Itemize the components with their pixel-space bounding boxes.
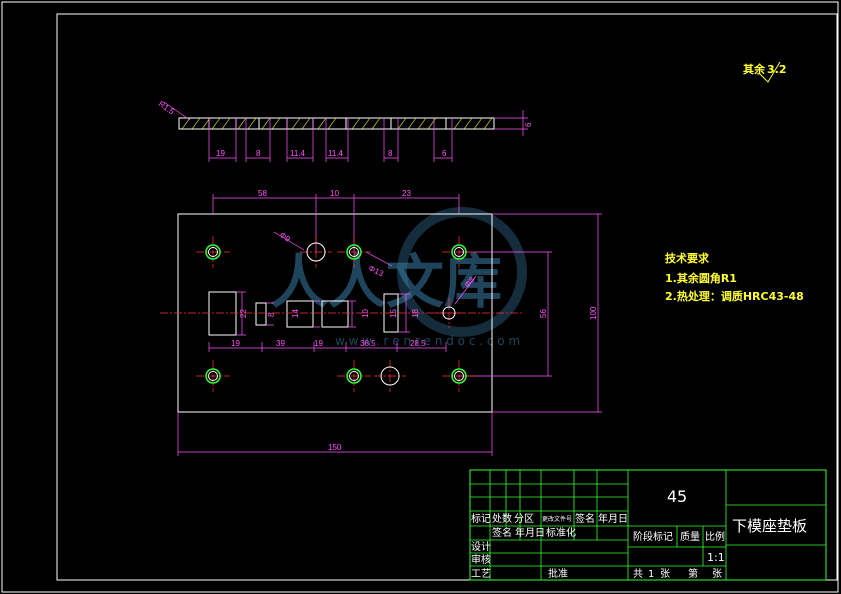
plan-view: 58 10 23 Φ9 Φ13 Φ8 19 39 19 38.5 28.5 56… [160, 189, 602, 456]
role-process: 工艺 [471, 568, 491, 580]
hole-tm [349, 247, 359, 257]
hole-tl [208, 247, 218, 257]
hole-bl-ring [205, 368, 221, 384]
watermark-url: w w w . r e n r e n d o c . c o m [335, 334, 520, 348]
slot-2 [255, 302, 267, 326]
scale-header: 比例 [705, 530, 725, 543]
side-view: R1.5 19 8 11.4 11.4 8 6 6 [157, 99, 533, 162]
hole-tm-ring [346, 244, 362, 260]
plan-bottom-dim-1: 19 [231, 339, 240, 348]
side-dim-6: 6 [442, 149, 447, 158]
side-dim-1: 19 [216, 149, 225, 158]
slot-3 [286, 300, 314, 328]
slot-dim-3: 14 [291, 309, 300, 318]
tech-item-1: 1.其余圆角R1 [665, 271, 737, 285]
plan-right-dim-2: 100 [589, 306, 598, 320]
hole-tr [454, 247, 464, 257]
hole-bm-ring [346, 368, 362, 384]
plan-bottom-dim-2: 39 [276, 339, 285, 348]
surface-finish: 其余 3.2 [743, 61, 787, 83]
hole-bl [208, 371, 218, 381]
plan-top-dim-1: 58 [258, 189, 267, 198]
side-dim-4: 11.4 [328, 149, 344, 158]
slot-dim-2: 8 [267, 312, 276, 317]
plan-right-dim-1: 56 [539, 309, 548, 318]
side-plate-outline [178, 117, 495, 130]
watermark-ring [397, 207, 527, 337]
header-change-doc: 更改文件号 [542, 515, 572, 523]
surface-finish-symbol [759, 61, 781, 83]
header-date: 年月日 [598, 512, 628, 525]
hole-tl-ring [205, 244, 221, 260]
tech-item-2: 2.热处理：调质HRC43-48 [665, 289, 804, 303]
center-lines [160, 236, 522, 392]
side-dim-5: 8 [388, 149, 393, 158]
plan-dim-lines [177, 194, 602, 456]
plan-bottom-dim-3: 19 [314, 339, 323, 348]
header2-sign: 签名 [492, 526, 512, 539]
pin-hole-bottom [380, 366, 400, 386]
title-block: 45 下模座垫板 标记 处数 分区 更改文件号 签名 年月日 签名 年月日 标准… [469, 469, 827, 581]
inner-frame [56, 13, 838, 581]
side-chamfer-label: R1.5 [157, 99, 176, 116]
header-count: 处数 [492, 512, 512, 525]
material-text: 45 [667, 487, 687, 506]
title-block-grid [470, 470, 826, 580]
side-dim-2: 8 [256, 149, 261, 158]
sheet-total-count: 1 [648, 569, 654, 580]
role-approve: 批准 [548, 567, 568, 580]
side-thickness: 6 [524, 122, 533, 127]
header2-date: 年月日 [515, 526, 545, 539]
slot-dim-5: 15 [389, 309, 398, 318]
sheet-total-unit: 张 [660, 568, 670, 580]
tech-requirements: 技术要求 1.其余圆角R1 2.热处理：调质HRC43-48 [665, 251, 804, 303]
surface-finish-label: 其余 [743, 62, 766, 76]
slot-4 [321, 300, 349, 328]
hole-br-ring [451, 368, 467, 384]
watermark-main: 人人文库 [270, 248, 502, 316]
header-zone: 分区 [514, 513, 534, 525]
slot-dim-lines [236, 291, 410, 336]
scale-value: 1:1 [707, 551, 725, 564]
header-sign: 签名 [575, 512, 595, 525]
part-name: 下模座垫板 [732, 517, 807, 535]
holes [205, 242, 467, 386]
role-review: 审核 [471, 553, 491, 566]
side-hatch [181, 117, 493, 130]
pin-hole-top [306, 242, 326, 262]
sheet-total-label: 共 [633, 568, 643, 580]
title-block-border [469, 469, 827, 581]
hole-br [454, 371, 464, 381]
plan-bottom-dim-5: 28.5 [410, 339, 426, 348]
surface-finish-value: 3.2 [767, 63, 787, 76]
plan-bottom-dim-4: 38.5 [360, 339, 376, 348]
slot-dim-4: 10 [361, 309, 370, 318]
plan-overall-width: 150 [328, 443, 342, 452]
plan-top-dim-2: 10 [330, 189, 339, 198]
sheet-no-label: 第 [688, 567, 698, 580]
side-dim-3: 11.4 [290, 149, 306, 158]
slot-1 [208, 291, 237, 336]
plan-top-dim-3: 23 [402, 189, 411, 198]
header-mark: 标记 [471, 513, 491, 525]
hole-bm [349, 371, 359, 381]
mass-header: 质量 [680, 531, 700, 543]
watermark: 人人文库 w w w . r e n r e n d o c . c o m [270, 207, 527, 348]
sheet-no-unit: 张 [712, 568, 722, 580]
slot-dim-1: 22 [239, 309, 248, 318]
small-hole-right [442, 306, 456, 320]
side-dim-lines [163, 101, 528, 162]
header2-standard: 标准化 [546, 526, 576, 539]
role-design: 设计 [471, 540, 491, 553]
hole-tr-ring [451, 244, 467, 260]
tech-title: 技术要求 [665, 251, 710, 265]
stage-mark-header: 阶段标记 [633, 530, 673, 543]
